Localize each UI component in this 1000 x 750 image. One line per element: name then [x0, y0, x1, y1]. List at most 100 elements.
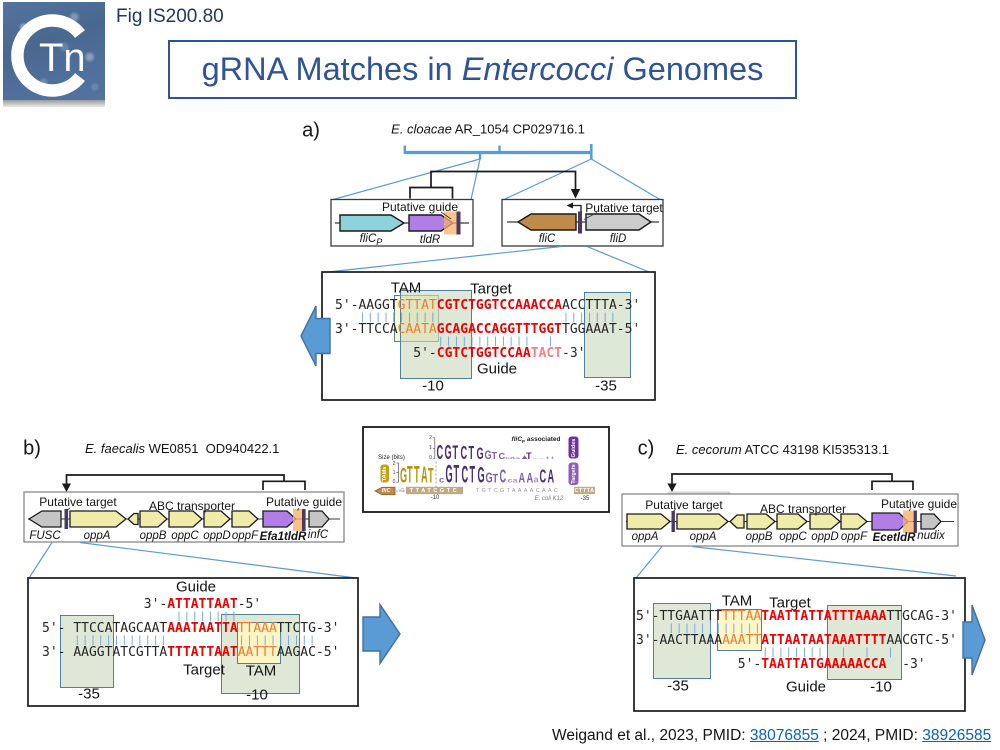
- gene-label-EcetldR: EcetldR: [872, 532, 916, 544]
- svg-text:C: C: [462, 460, 469, 488]
- gene-label-oppB-c: oppB: [745, 531, 773, 543]
- sequence-alignment-b: 3'-ATTATTAAT-5' ||||||||5'- TTCCATAGCAAT…: [42, 597, 340, 660]
- svg-text:G: G: [478, 462, 485, 488]
- track-mid-seq: TGTCGTAAAACAAC: [475, 487, 561, 494]
- putative-target-label-b: Putative target: [39, 495, 117, 509]
- gene-arrow-oppC: [168, 510, 203, 528]
- gene-label-fliCp: fliCP: [359, 232, 383, 247]
- gene-label-oppD-b: oppD: [203, 530, 231, 542]
- svg-text:C: C: [461, 444, 468, 464]
- minus35-box-b: [60, 615, 114, 688]
- sequence-alignment-a: 5'-AAGGTGTTATCGTCTGGTCCAAACCAACCTTTA-3' …: [335, 298, 641, 361]
- svg-text:C: C: [437, 442, 444, 464]
- gene-label-oppF-b: oppF: [231, 530, 259, 542]
- axis-bot-2: 2: [392, 460, 396, 467]
- genome-ruler: [403, 144, 593, 160]
- pmid-link-2023[interactable]: 38076855: [749, 727, 819, 744]
- track-pre: ~G: [397, 488, 405, 494]
- guide-target-bracket-a: [409, 170, 577, 199]
- gene-arrow-infC: [308, 510, 330, 528]
- svg-text:T: T: [414, 460, 420, 488]
- gene-arrow-EcetldR: [871, 512, 909, 531]
- track-fliC-label: fliC: [381, 488, 391, 494]
- gene-label-oppA-b: oppA: [83, 530, 111, 542]
- gene-arrow-oppF: [231, 510, 259, 528]
- svg-text:T: T: [469, 444, 475, 464]
- svg-text:G: G: [400, 463, 407, 488]
- svg-text:T: T: [454, 460, 460, 488]
- gene-label-oppB-b: oppB: [139, 530, 167, 542]
- svg-text:‒: ‒: [532, 457, 539, 460]
- track-minus35: -35: [580, 495, 590, 502]
- gene-label-oppF-c: oppF: [840, 531, 868, 543]
- gene-arrow-oppBc: [746, 513, 777, 530]
- svg-text:‒: ‒: [538, 457, 545, 460]
- track-minus10: -10: [430, 494, 440, 501]
- figure-id-label: Fig IS200.80: [116, 6, 224, 27]
- gene-label-fliC: fliC: [538, 232, 556, 245]
- svg-text:G: G: [485, 449, 492, 462]
- svg-text:t: t: [546, 456, 550, 460]
- guide-target-bracket-c: [671, 473, 914, 490]
- panel-c-header: E. cecorum ATCC 43198 KI535313.1: [676, 442, 889, 457]
- gene-arrow-fliD: [585, 213, 653, 231]
- gene-label-oppA2-c: oppA: [689, 531, 717, 543]
- svg-text:A: A: [519, 469, 526, 486]
- pmid-link-2024[interactable]: 38926585: [922, 727, 992, 744]
- svg-text:G: G: [446, 460, 453, 488]
- svg-text:t: t: [551, 456, 555, 460]
- putative-guide-label-b: Putative guide: [265, 495, 343, 509]
- svg-text:C: C: [500, 467, 507, 487]
- gene-label-Efa1tldR: Efa1tldR: [259, 531, 307, 543]
- gene-arrow-Efa1tldR: [262, 510, 297, 528]
- gene-arrow-fliCp: [339, 214, 406, 232]
- gene-label-infC: infC: [307, 529, 329, 541]
- minus35-label-c: -35: [667, 677, 689, 695]
- putative-target-label-c: Putative target: [645, 498, 723, 512]
- svg-text:Tn: Tn: [39, 36, 86, 80]
- gene-arrow-oppFc: [840, 513, 869, 530]
- block-arrow-right-c: [962, 604, 986, 676]
- minus35-box-a: [584, 292, 631, 378]
- target-label-a: Target: [470, 280, 512, 298]
- gene-label-oppD-c: oppD: [811, 531, 839, 543]
- svg-text:T: T: [453, 442, 459, 464]
- gene-arrow-small: [127, 512, 139, 526]
- gene-arrow-small-c: [729, 514, 745, 529]
- guide-highlight-band: [444, 211, 457, 235]
- target-bar-c: [671, 511, 675, 532]
- svg-text:G: G: [486, 469, 493, 486]
- track-ecoli-label: E. coli K12: [534, 495, 564, 502]
- panel-b-header: E. faecalis WE0851 OD940422.1: [85, 441, 280, 456]
- axis-bot-0: 0: [392, 478, 396, 485]
- svg-text:A: A: [421, 462, 428, 488]
- target-label-b: Target: [183, 661, 225, 679]
- svg-text:T: T: [493, 472, 499, 485]
- promoter-arrow: [572, 204, 582, 212]
- gene-box-a-left: [330, 198, 474, 247]
- svg-text:C: C: [499, 451, 506, 461]
- svg-text:T: T: [428, 463, 434, 488]
- track-gene-fliC: [374, 486, 396, 496]
- minus35-box-c: [652, 603, 711, 679]
- gene-label-fliD: fliD: [609, 232, 627, 245]
- crispr-tn-logo: Tn: [3, 2, 105, 102]
- tam-label-c: TAM: [721, 592, 753, 610]
- minus10-box-a: [400, 290, 472, 379]
- panel-a-header: E. cloacae AR_1054 CP029716.1: [391, 121, 585, 137]
- axis-top-0: 0: [429, 455, 432, 462]
- abc-transporter-label-c: ABC transporter: [759, 501, 847, 516]
- svg-text:G: G: [477, 444, 484, 463]
- gene-label-tldR: tldR: [419, 233, 441, 246]
- guides-tag: Guides: [570, 438, 577, 457]
- gene-arrow-oppA2c: [676, 513, 730, 530]
- svg-text:G: G: [445, 442, 452, 464]
- target-bar: [578, 211, 582, 234]
- tam-label-b: TAM: [245, 662, 277, 680]
- gene-arrow-oppCc: [776, 513, 809, 530]
- guide-bar-c: [913, 510, 917, 533]
- svg-text:T: T: [470, 461, 476, 487]
- axis-top-2: 2: [429, 435, 432, 441]
- gene-arrow-fliC: [516, 213, 577, 231]
- putative-target-label-a: Putative target: [585, 200, 663, 215]
